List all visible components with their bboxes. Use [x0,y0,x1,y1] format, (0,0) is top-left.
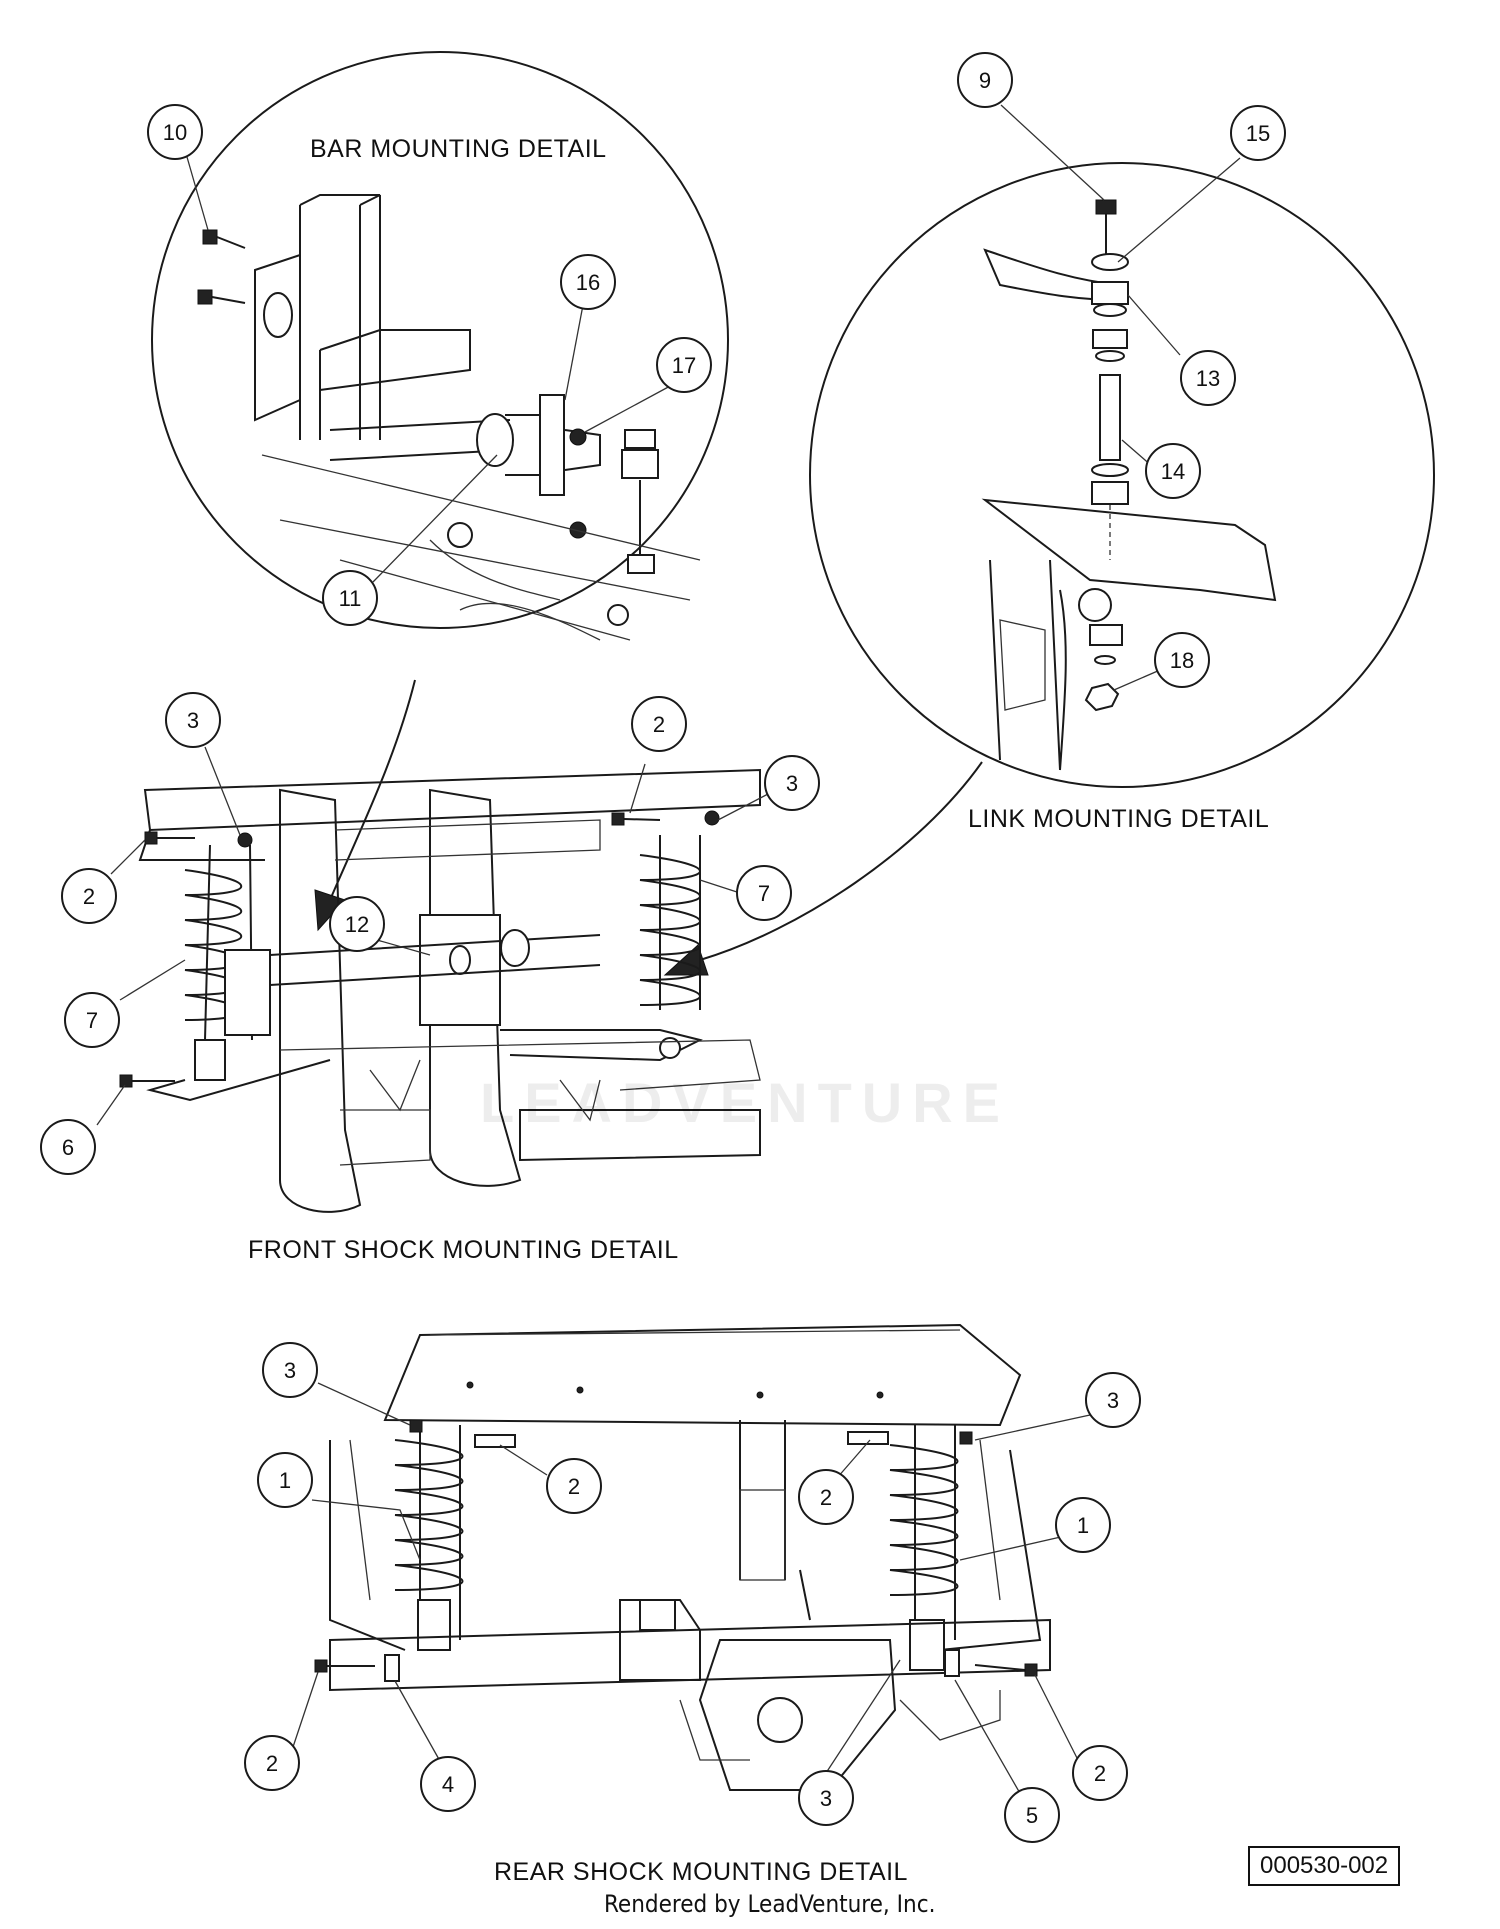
callout-label: 9 [979,68,991,93]
callout-label: 2 [266,1751,278,1776]
callout-18: 18 [1154,632,1210,688]
callout-label: 6 [62,1135,74,1160]
callout-7: 7 [64,992,120,1048]
link-mounting-detail-title: LINK MOUNTING DETAIL [968,805,1270,833]
bar-mounting-detail-title: BAR MOUNTING DETAIL [310,135,607,163]
callout-label: 2 [568,1474,580,1499]
callout-3: 3 [165,692,221,748]
callout-9: 9 [957,52,1013,108]
callout-3: 3 [764,755,820,811]
bar-mounting-detail-view [151,51,729,641]
rear-shock-mounting-detail-title: REAR SHOCK MOUNTING DETAIL [494,1858,908,1886]
callout-label: 10 [163,120,187,145]
link-mounting-detail-view [809,104,1435,788]
callout-label: 12 [345,912,369,937]
callout-label: 3 [820,1786,832,1811]
callout-label: 2 [820,1485,832,1510]
callout-label: 1 [1077,1513,1089,1538]
callout-11: 11 [322,570,378,626]
callout-10: 10 [147,104,203,160]
callout-label: 3 [187,708,199,733]
callout-2: 2 [546,1458,602,1514]
rendered-by-footer: Rendered by LeadVenture, Inc. [604,1890,936,1918]
callout-label: 13 [1196,366,1220,391]
callout-label: 2 [83,884,95,909]
callout-3: 3 [262,1342,318,1398]
watermark: LEADVENTURE [480,1071,1011,1134]
callout-2: 2 [631,696,687,752]
document-number: 000530-002 [1248,1846,1401,1886]
callout-1: 1 [257,1452,313,1508]
callout-label: 3 [1107,1388,1119,1413]
callout-label: 7 [86,1008,98,1033]
callout-label: 4 [442,1772,454,1797]
callout-bubbles: 10 16 17 11 9 15 13 14 18 3 2 3 2 7 12 7… [40,52,1286,1843]
callout-label: 1 [279,1468,291,1493]
callout-label: 2 [653,712,665,737]
callout-17: 17 [656,337,712,393]
callout-5: 5 [1004,1787,1060,1843]
callout-label: 2 [1094,1761,1106,1786]
callout-6: 6 [40,1119,96,1175]
callout-7: 7 [736,865,792,921]
callout-16: 16 [560,254,616,310]
callout-label: 3 [786,771,798,796]
callout-label: 16 [576,270,600,295]
callout-label: 3 [284,1358,296,1383]
callout-2: 2 [61,868,117,924]
front-shock-assembly [96,746,771,1213]
callout-1: 1 [1055,1497,1111,1553]
callout-3: 3 [798,1770,854,1826]
callout-label: 15 [1246,121,1270,146]
callout-3: 3 [1085,1372,1141,1428]
callout-12: 12 [329,896,385,952]
callout-label: 18 [1170,648,1194,673]
callout-2: 2 [244,1735,300,1791]
callout-label: 17 [672,353,696,378]
callout-label: 14 [1161,459,1185,484]
callout-4: 4 [420,1756,476,1812]
rear-shock-assembly [292,1323,1091,1803]
front-shock-mounting-detail-title: FRONT SHOCK MOUNTING DETAIL [248,1236,679,1264]
callout-label: 7 [758,881,770,906]
callout-13: 13 [1180,350,1236,406]
callout-label: 11 [339,586,362,611]
callout-15: 15 [1230,105,1286,161]
callout-label: 5 [1026,1803,1038,1828]
callout-14: 14 [1145,443,1201,499]
callout-2: 2 [798,1469,854,1525]
callout-2: 2 [1072,1745,1128,1801]
